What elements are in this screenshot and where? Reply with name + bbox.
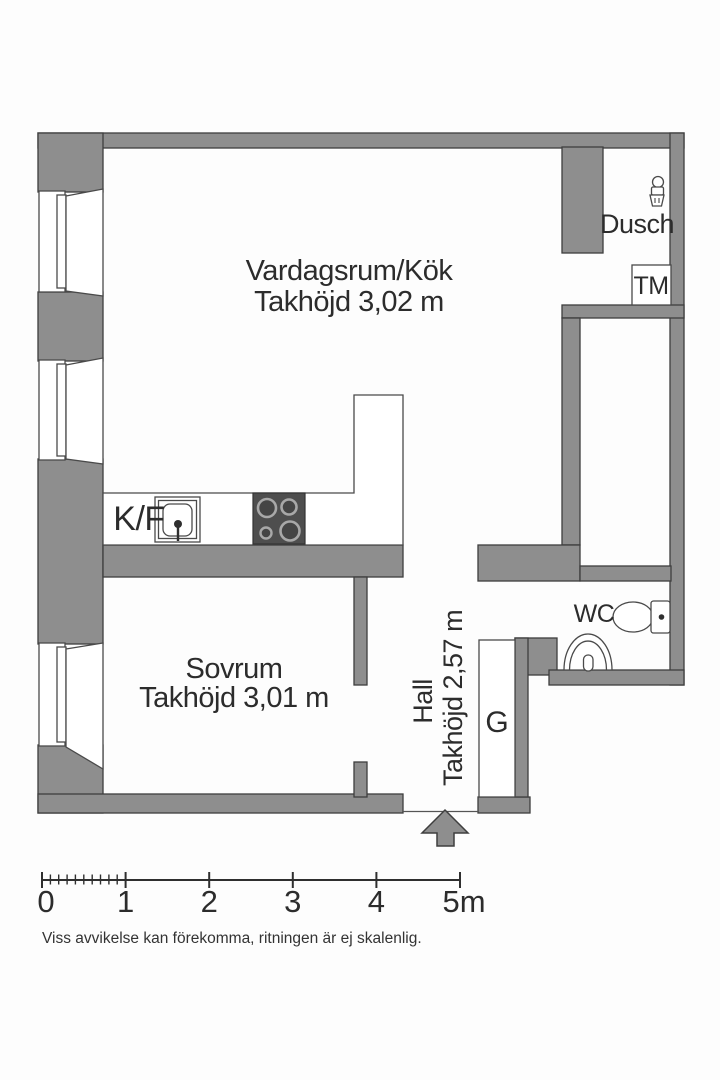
wall-below-tm: [561, 304, 685, 319]
window-icon-3: [38, 642, 104, 771]
wall-bottom-right: [477, 796, 531, 814]
entrance-arrow-icon: [420, 808, 470, 847]
wall-hall-bedroom-upper: [353, 576, 368, 686]
window-icon-2: [38, 357, 104, 465]
wall-wardrobe-right-strip: [514, 637, 529, 798]
kitchen-sink-icon: [154, 496, 201, 543]
wall-bottom-left: [37, 793, 404, 814]
fridge-freezer-label: K/F: [113, 500, 164, 538]
window-pane: [56, 363, 67, 457]
wall-hall-right-strip: [561, 317, 581, 546]
scale-label-2: 2: [201, 884, 218, 919]
window-casement: [65, 642, 104, 771]
room-label-bedroom: Sovrum Takhöjd 3,01 m: [139, 653, 329, 714]
washbasin-icon: [563, 633, 613, 672]
room-label-living: Vardagsrum/Kök Takhöjd 3,02 m: [246, 255, 454, 318]
wardrobe-label: G: [485, 706, 508, 739]
wall-top: [37, 132, 685, 149]
bedroom-name: Sovrum: [186, 653, 283, 685]
wall-left-pier: [37, 291, 104, 362]
bedroom-ceiling: Takhöjd 3,01 m: [139, 682, 329, 714]
room-label-shower: Dusch: [600, 209, 674, 239]
scale-label-5: 5m: [442, 884, 485, 919]
wall-kitchen-bedroom: [102, 544, 404, 578]
stove-icon: [252, 492, 306, 545]
hall-ceiling: Takhöjd 2,57 m: [438, 610, 468, 786]
wall-left-corner: [37, 132, 104, 193]
wall-dusch-divider: [561, 146, 604, 254]
living-ceiling: Takhöjd 3,02 m: [254, 286, 444, 318]
wardrobe-box: [478, 639, 516, 798]
washing-machine-box: [631, 264, 672, 306]
shower-icon: [649, 175, 665, 207]
wall-wc-bottom: [548, 669, 685, 686]
wall-left-kitchen: [37, 458, 104, 645]
room-label-hall: Hall Takhöjd 2,57 m: [408, 610, 468, 786]
wall-above-wardrobe: [477, 544, 581, 582]
scale-label-0: 0: [37, 884, 54, 919]
window-pane: [56, 194, 67, 289]
window-casement: [65, 188, 104, 297]
window-casement: [65, 357, 104, 465]
wall-hall-bedroom-lower: [353, 761, 368, 798]
disclaimer-text: Viss avvikelse kan förekomma, ritningen …: [42, 930, 422, 947]
washing-machine-label: TM: [633, 272, 668, 300]
room-label-wc: WC: [574, 600, 615, 628]
window-icon-1: [38, 188, 104, 297]
window-pane: [56, 646, 67, 743]
living-name: Vardagsrum/Kök: [246, 255, 454, 287]
scale-label-1: 1: [117, 884, 134, 919]
scale-bar: 0 1 2 3 4 5m: [37, 872, 486, 919]
hall-name: Hall: [408, 679, 438, 724]
scale-label-4: 4: [368, 884, 385, 919]
toilet-icon: [612, 600, 671, 634]
scale-label-3: 3: [284, 884, 301, 919]
wall-wc-top: [579, 565, 672, 582]
